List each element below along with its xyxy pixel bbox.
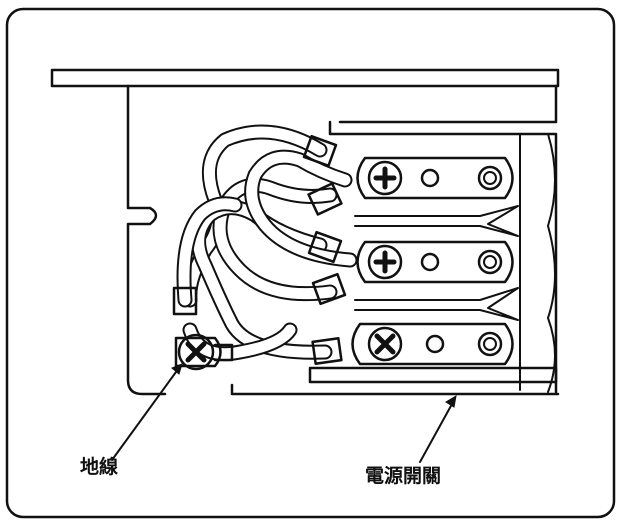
switch-terminal-1 [356, 156, 514, 200]
switch-terminal-3 [351, 322, 514, 366]
ground-wire-label: 地線 [80, 456, 119, 478]
housing-outline [126, 84, 167, 396]
housing-bottom [230, 383, 560, 396]
ground-terminal [174, 333, 234, 371]
top-bar [50, 68, 560, 88]
ground-wire-leader [111, 363, 183, 461]
power-switch-leader [419, 395, 457, 463]
power-switch-body [308, 84, 558, 394]
outer-frame [5, 7, 616, 519]
wire-bundle [176, 124, 358, 362]
crimp-sleeves [172, 134, 347, 365]
switch-terminal-2 [356, 240, 514, 284]
power-switch-label: 電源開關 [365, 465, 442, 487]
